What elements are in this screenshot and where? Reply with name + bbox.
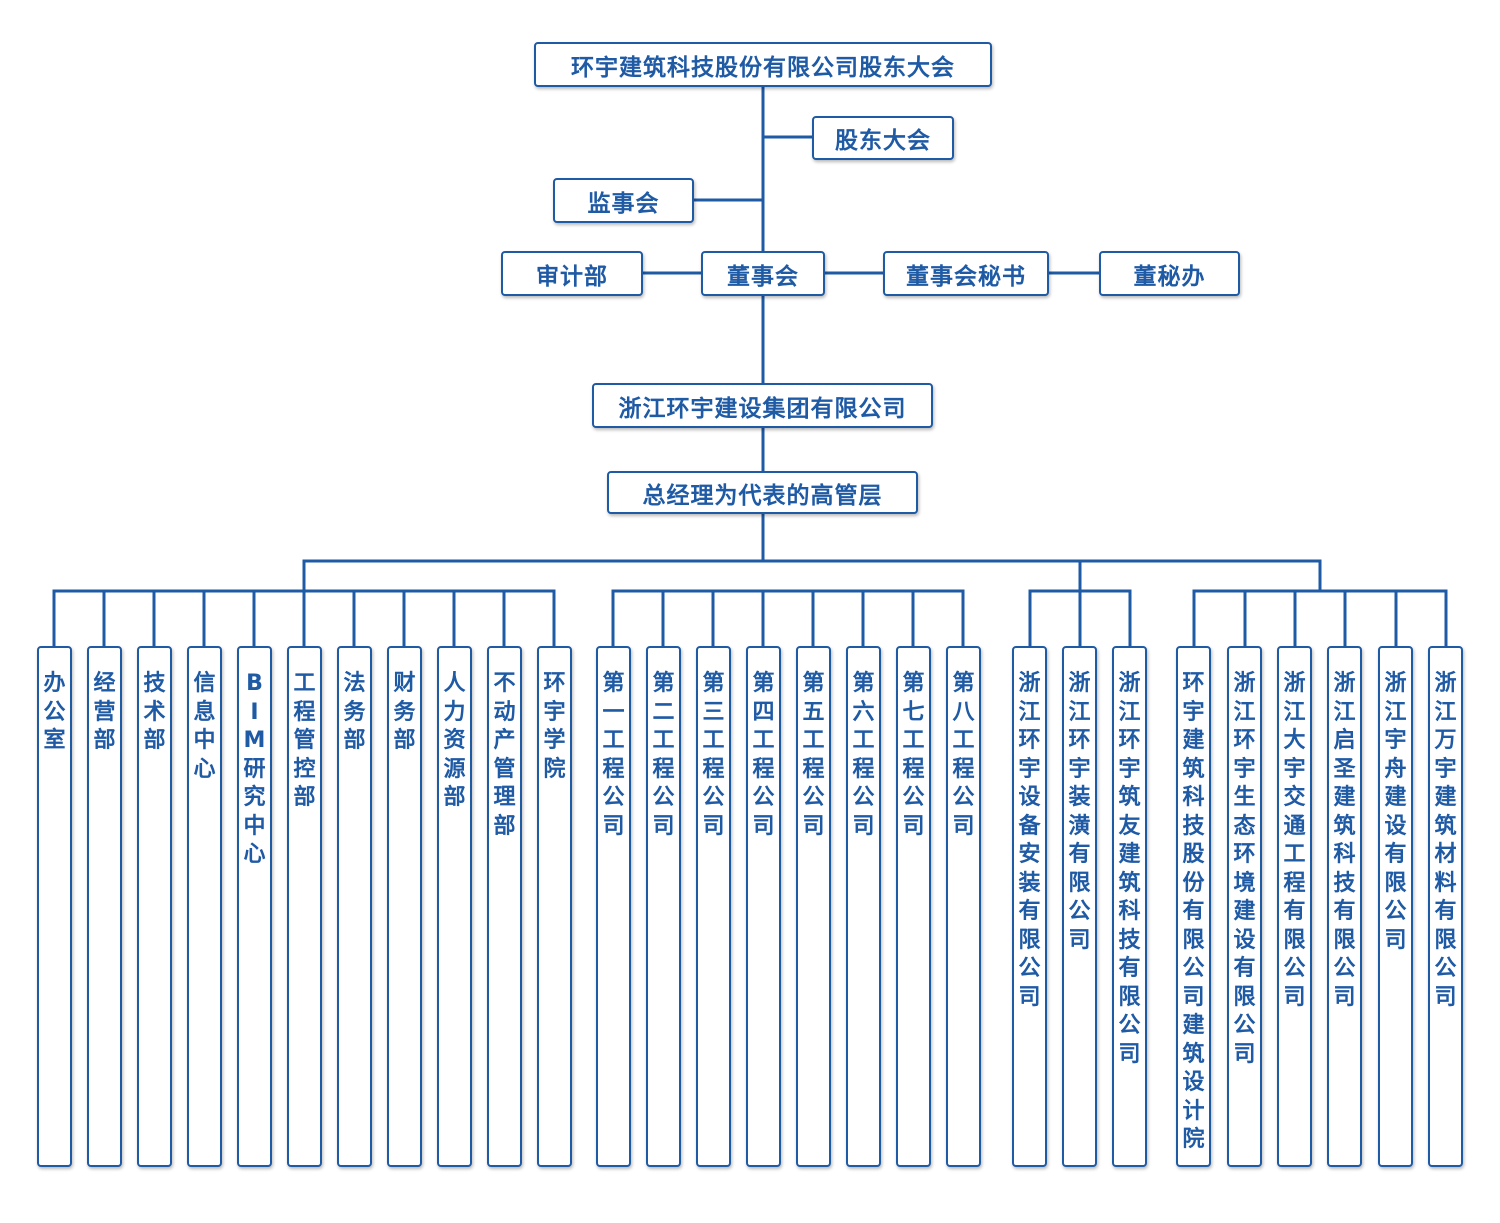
subsidiary-company-node: 环宇建筑科技股份有限公司建筑设计院 [1176, 646, 1211, 1167]
engineering-company-node: 第五工程公司 [796, 646, 831, 1167]
supervisory-board-node: 监事会 [553, 178, 694, 223]
department-label: 法务部 [343, 671, 366, 753]
subsidiary-company-node: 浙江万宇建筑材料有限公司 [1428, 646, 1463, 1167]
department-node: 人力资源部 [437, 646, 472, 1167]
department-label: 不动产管理部 [493, 671, 516, 839]
department-label: 人力资源部 [443, 671, 466, 810]
group-company-node: 浙江环宇建设集团有限公司 [592, 383, 933, 428]
subsidiary-company-node: 浙江环宇生态环境建设有限公司 [1227, 646, 1262, 1167]
affiliate-company-node: 浙江环宇筑友建筑科技有限公司 [1112, 646, 1147, 1167]
audit-dept-node: 审计部 [501, 251, 643, 296]
subsidiary-company-node: 浙江宇舟建设有限公司 [1378, 646, 1413, 1167]
engineering-company-node: 第二工程公司 [646, 646, 681, 1167]
affiliate-company-label: 浙江环宇装潢有限公司 [1068, 671, 1091, 953]
engineering-company-label: 第一工程公司 [602, 671, 625, 839]
department-node: 环宇学院 [537, 646, 572, 1167]
engineering-company-node: 第四工程公司 [746, 646, 781, 1167]
affiliate-company-label: 浙江环宇设备安装有限公司 [1018, 671, 1041, 1010]
engineering-company-node: 第一工程公司 [596, 646, 631, 1167]
affiliate-company-label: 浙江环宇筑友建筑科技有限公司 [1118, 671, 1141, 1067]
department-label: BIM研究中心 [243, 671, 266, 867]
board-node: 董事会 [701, 251, 825, 296]
shareholders-meeting-node: 股东大会 [812, 116, 954, 160]
department-node: 经营部 [87, 646, 122, 1167]
engineering-company-node: 第三工程公司 [696, 646, 731, 1167]
board-office-node: 董秘办 [1099, 251, 1240, 296]
department-label: 环宇学院 [543, 671, 566, 782]
engineering-company-node: 第六工程公司 [846, 646, 881, 1167]
subsidiary-company-label: 环宇建筑科技股份有限公司建筑设计院 [1182, 671, 1205, 1152]
department-label: 财务部 [393, 671, 416, 753]
subsidiary-company-label: 浙江大宇交通工程有限公司 [1283, 671, 1306, 1010]
engineering-company-label: 第三工程公司 [702, 671, 725, 839]
department-node: 办公室 [37, 646, 72, 1167]
subsidiary-company-node: 浙江大宇交通工程有限公司 [1277, 646, 1312, 1167]
engineering-company-label: 第八工程公司 [952, 671, 975, 839]
engineering-company-label: 第七工程公司 [902, 671, 925, 839]
department-label: 信息中心 [193, 671, 216, 782]
engineering-company-label: 第六工程公司 [852, 671, 875, 839]
affiliate-company-node: 浙江环宇装潢有限公司 [1062, 646, 1097, 1167]
department-node: 工程管控部 [287, 646, 322, 1167]
shareholders-meeting-full-node: 环宇建筑科技股份有限公司股东大会 [534, 42, 992, 87]
engineering-company-label: 第四工程公司 [752, 671, 775, 839]
subsidiary-company-label: 浙江环宇生态环境建设有限公司 [1233, 671, 1256, 1067]
department-node: 财务部 [387, 646, 422, 1167]
department-label: 经营部 [93, 671, 116, 753]
department-node: 信息中心 [187, 646, 222, 1167]
department-node: 法务部 [337, 646, 372, 1167]
department-node: BIM研究中心 [237, 646, 272, 1167]
subsidiary-company-label: 浙江宇舟建设有限公司 [1384, 671, 1407, 953]
engineering-company-label: 第五工程公司 [802, 671, 825, 839]
engineering-company-node: 第七工程公司 [896, 646, 931, 1167]
subsidiary-company-label: 浙江启圣建筑科技有限公司 [1333, 671, 1356, 1010]
board-secretary-node: 董事会秘书 [883, 251, 1049, 296]
management-node: 总经理为代表的高管层 [607, 471, 918, 514]
department-node: 技术部 [137, 646, 172, 1167]
department-node: 不动产管理部 [487, 646, 522, 1167]
department-label: 办公室 [43, 671, 66, 753]
department-label: 工程管控部 [293, 671, 316, 810]
subsidiary-company-label: 浙江万宇建筑材料有限公司 [1434, 671, 1457, 1010]
engineering-company-node: 第八工程公司 [946, 646, 981, 1167]
affiliate-company-node: 浙江环宇设备安装有限公司 [1012, 646, 1047, 1167]
subsidiary-company-node: 浙江启圣建筑科技有限公司 [1327, 646, 1362, 1167]
engineering-company-label: 第二工程公司 [652, 671, 675, 839]
department-label: 技术部 [143, 671, 166, 753]
